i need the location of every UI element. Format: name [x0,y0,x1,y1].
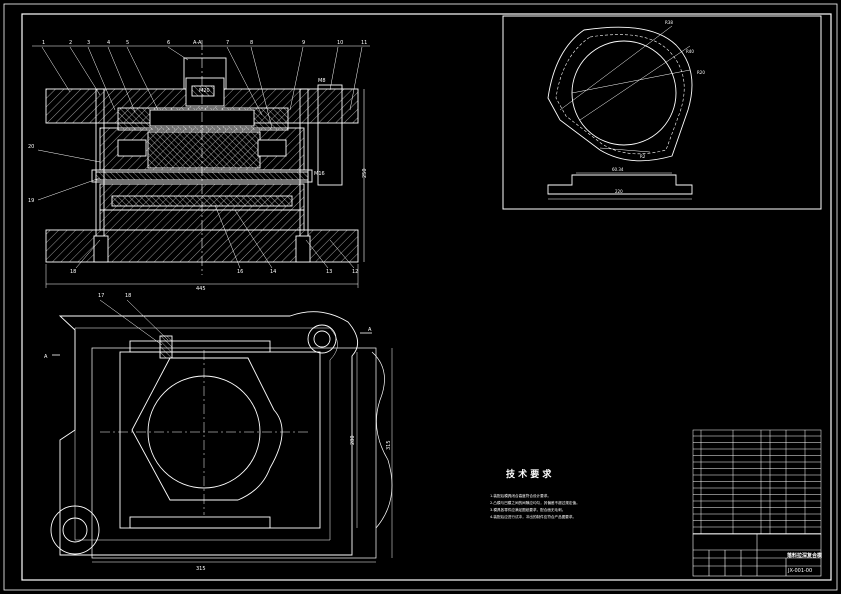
callout-18: 18 [70,269,76,275]
part-label-1: 1 [42,40,45,46]
wp-callout-r38: R38 [665,20,673,25]
guide-post-hole-right [307,324,337,354]
wp-callout-r2: R2 [640,154,646,159]
callout-16: 16 [237,269,243,275]
workpiece-view [502,15,822,210]
workpiece-section [547,174,693,195]
callout-14: 14 [270,269,276,275]
section-view-a-a [32,40,370,288]
plan-part-18: 18 [125,293,131,299]
part-label-10: 10 [337,40,343,46]
section-part-labels: 1 2 3 4 5 6 A-A 7 8 9 10 11 20 19 18 16 … [28,40,368,292]
wp-dim-width: 220 [615,189,623,194]
guide-post-hole-left [62,517,88,543]
wp-callout-r40: R40 [686,49,694,54]
plan-labels: 17 18 A A 315 280 315 [44,293,392,572]
callout-20: 20 [28,144,34,150]
callout-12: 12 [352,269,358,275]
part-label-2: 2 [69,40,72,46]
part-label-5: 5 [126,40,129,46]
blank-outline [131,357,283,501]
workpiece-frame [502,15,822,210]
part-label-11: 11 [361,40,367,46]
section-mark-right: A [368,327,372,333]
sheet-border [3,3,838,591]
dim-m16: M16 [314,171,325,177]
dim-m8: M8 [318,78,326,84]
part-label-6: 6 [167,40,170,46]
workpiece-outline [547,26,693,162]
plan-dim-width: 315 [196,566,206,572]
wp-callout-r20: R20 [697,70,705,75]
guide-post-boss-left [50,505,100,555]
title-block-text: 落料拉深复合模 JX-001-00 [787,552,823,574]
callout-19: 19 [28,198,34,204]
section-mark-left: A [44,354,48,360]
part-label-7: 7 [226,40,229,46]
tech-requirements: 技 术 要 求 1.装配后模具闭合高度符合设计要求。 2.凸模与凹模之间的间隙应… [490,468,580,519]
wp-dim-thickness: 60.34 [612,167,624,172]
drawing-code: JX-001-00 [787,568,812,574]
title-block [692,533,822,577]
plan-dim-315: 315 [386,440,392,450]
drawing-name: 落料拉深复合模 [787,552,823,559]
guide-bushing-right [317,84,343,186]
callout-13: 13 [326,269,332,275]
plan-part-17: 17 [98,293,104,299]
workpiece-labels: R38 R40 R20 R2 60.34 220 [612,20,705,194]
tech-req-line-1: 1.装配后模具闭合高度符合设计要求。 [490,493,551,498]
section-label: A-A [193,40,202,46]
tech-req-line-3: 3.模具各零件应满足图纸要求，配合面无毛刺。 [490,507,565,512]
workpiece-inner-circle [571,40,677,146]
parts-list [692,429,822,535]
dim-m20: M20 [199,88,210,94]
part-label-4: 4 [107,40,110,46]
lower-plate-outline [91,347,377,559]
part-label-3: 3 [87,40,90,46]
section-leaders [37,46,363,269]
dim-250: 250 [362,168,368,178]
plan-dim-280: 280 [350,435,356,445]
part-label-8: 8 [250,40,253,46]
dim-445: 445 [196,286,206,292]
die-set-outline [58,311,358,556]
locating-pin [159,335,173,359]
plan-leaders [99,299,169,346]
part-label-9: 9 [302,40,305,46]
tech-req-line-4: 4.装配后应进行试冲，冲出的制件应符合产品图要求。 [490,514,576,519]
tech-req-line-2: 2.凸模与凹模之间的间隙应均匀，其偏差不超过规定值。 [490,500,580,505]
plan-view [50,311,393,563]
tech-req-title: 技 术 要 求 [506,468,552,480]
